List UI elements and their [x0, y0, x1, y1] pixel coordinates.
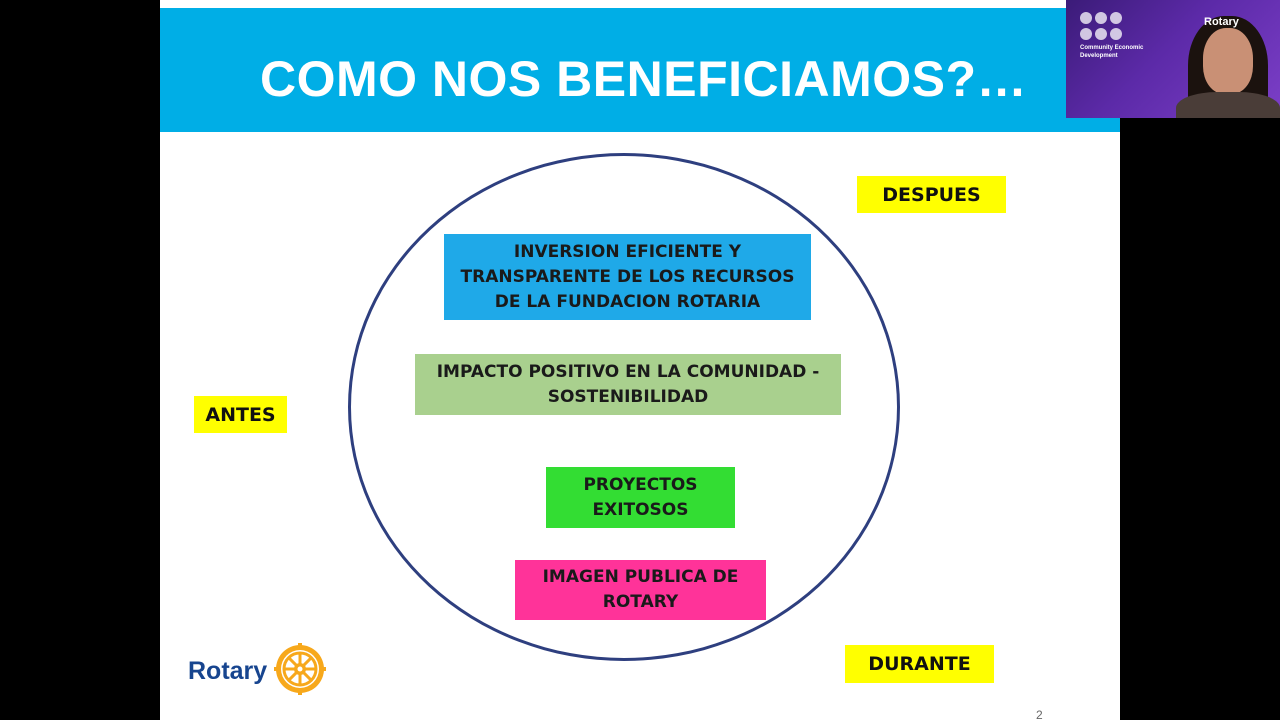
rotary-logo-text: Rotary: [188, 657, 268, 685]
box-impacto-text: IMPACTO POSITIVO EN LA COMUNIDAD - SOSTE…: [436, 361, 820, 407]
label-durante: DURANTE: [845, 645, 994, 683]
sdg-icons: [1080, 12, 1122, 40]
box-proyectos-text: PROYECTOS EXITOSOS: [583, 474, 698, 520]
webcam-caption: Community Economic Development: [1080, 45, 1144, 59]
sdg-icon: [1080, 28, 1092, 40]
title-band: COMO NOS BENEFICIAMOS?…: [160, 8, 1120, 132]
sdg-icon: [1110, 12, 1122, 24]
sdg-icon: [1080, 12, 1092, 24]
sdg-icon: [1110, 28, 1122, 40]
webcam-brand: Rotary: [1204, 16, 1239, 28]
rotary-wheel-icon: [273, 642, 327, 701]
box-imagen-publica: IMAGEN PUBLICA DE ROTARY: [515, 560, 766, 620]
box-inversion-eficiente: INVERSION EFICIENTE Y TRANSPARENTE DE LO…: [444, 234, 811, 320]
slide-title: COMO NOS BENEFICIAMOS?…: [260, 51, 1028, 107]
webcam-overlay: Community Economic Development Rotary: [1066, 0, 1280, 118]
box-inversion-text: INVERSION EFICIENTE Y TRANSPARENTE DE LO…: [460, 241, 795, 312]
box-imagen-text: IMAGEN PUBLICA DE ROTARY: [542, 567, 739, 612]
box-proyectos-exitosos: PROYECTOS EXITOSOS: [546, 467, 735, 528]
label-antes: ANTES: [194, 396, 287, 433]
presenter-body: [1176, 92, 1280, 118]
slide-page-number: 2: [1036, 708, 1043, 720]
sdg-icon: [1095, 12, 1107, 24]
sdg-icon: [1095, 28, 1107, 40]
presentation-slide: COMO NOS BENEFICIAMOS?… INVERSION EFICIE…: [160, 0, 1120, 720]
central-circle: [348, 153, 900, 661]
rotary-logo: Rotary: [188, 642, 327, 701]
label-despues: DESPUES: [857, 176, 1006, 213]
presenter-face: [1203, 28, 1253, 94]
box-impacto-positivo: IMPACTO POSITIVO EN LA COMUNIDAD - SOSTE…: [415, 354, 841, 415]
